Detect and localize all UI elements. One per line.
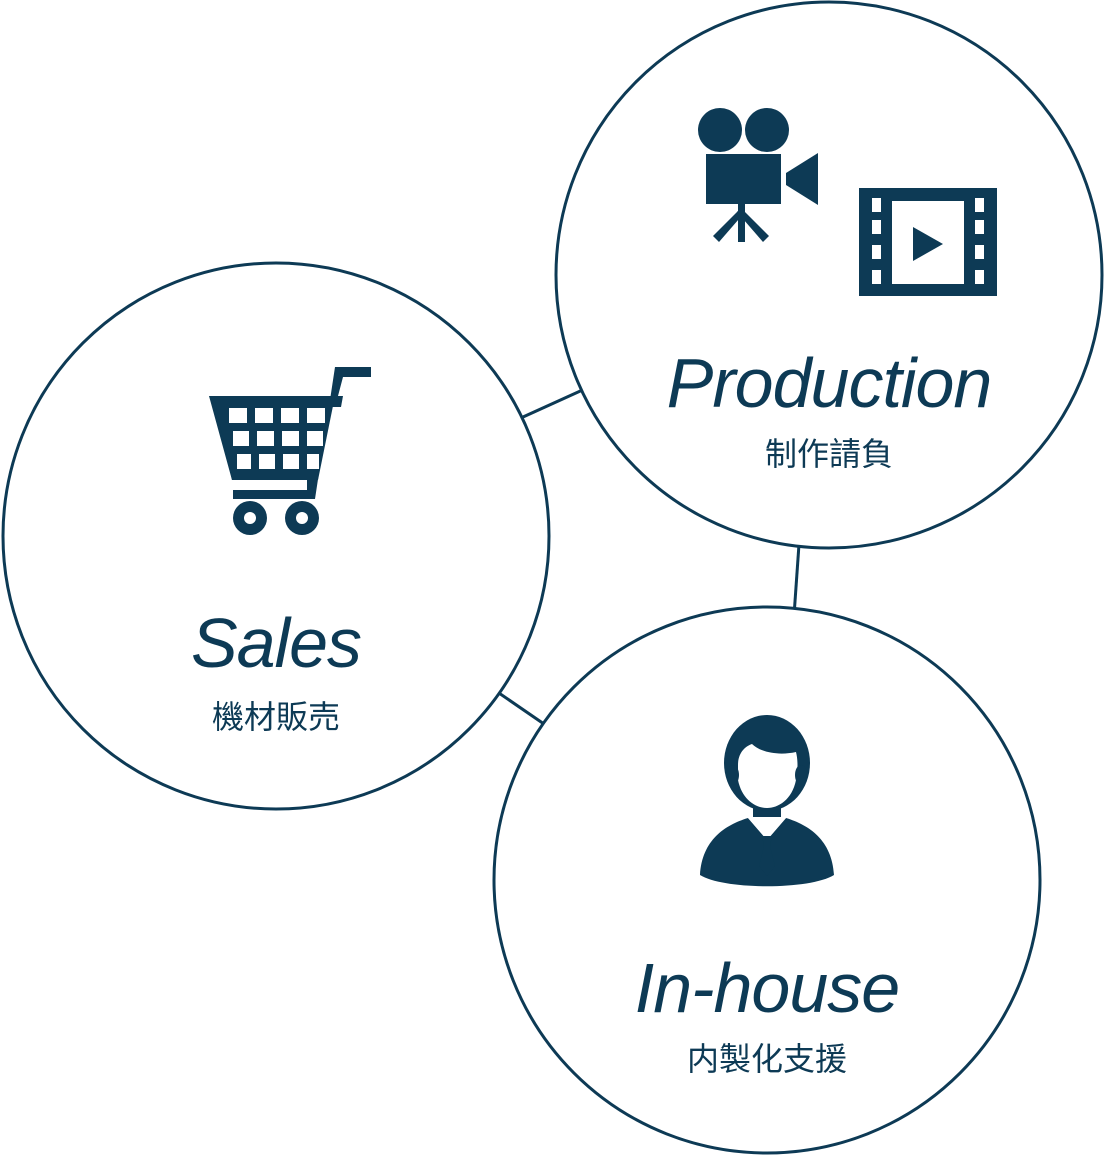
production-subtitle: 制作請負 bbox=[765, 435, 893, 473]
shopping-cart-icon bbox=[209, 367, 371, 535]
video-camera-icon bbox=[698, 108, 818, 242]
sales-node: Sales 機材販売 bbox=[1, 261, 551, 811]
sales-title: Sales bbox=[191, 604, 361, 682]
production-circle bbox=[554, 0, 1104, 550]
film-play-icon bbox=[859, 188, 997, 296]
sales-circle bbox=[1, 261, 551, 811]
production-node: Production 制作請負 bbox=[554, 0, 1104, 550]
sales-subtitle: 機材販売 bbox=[212, 698, 340, 736]
inhouse-subtitle: 内製化支援 bbox=[687, 1040, 847, 1078]
inhouse-node: In-house 内製化支援 bbox=[492, 605, 1042, 1155]
inhouse-title: In-house bbox=[635, 949, 899, 1027]
businessman-icon bbox=[700, 715, 834, 887]
production-title: Production bbox=[667, 344, 992, 422]
